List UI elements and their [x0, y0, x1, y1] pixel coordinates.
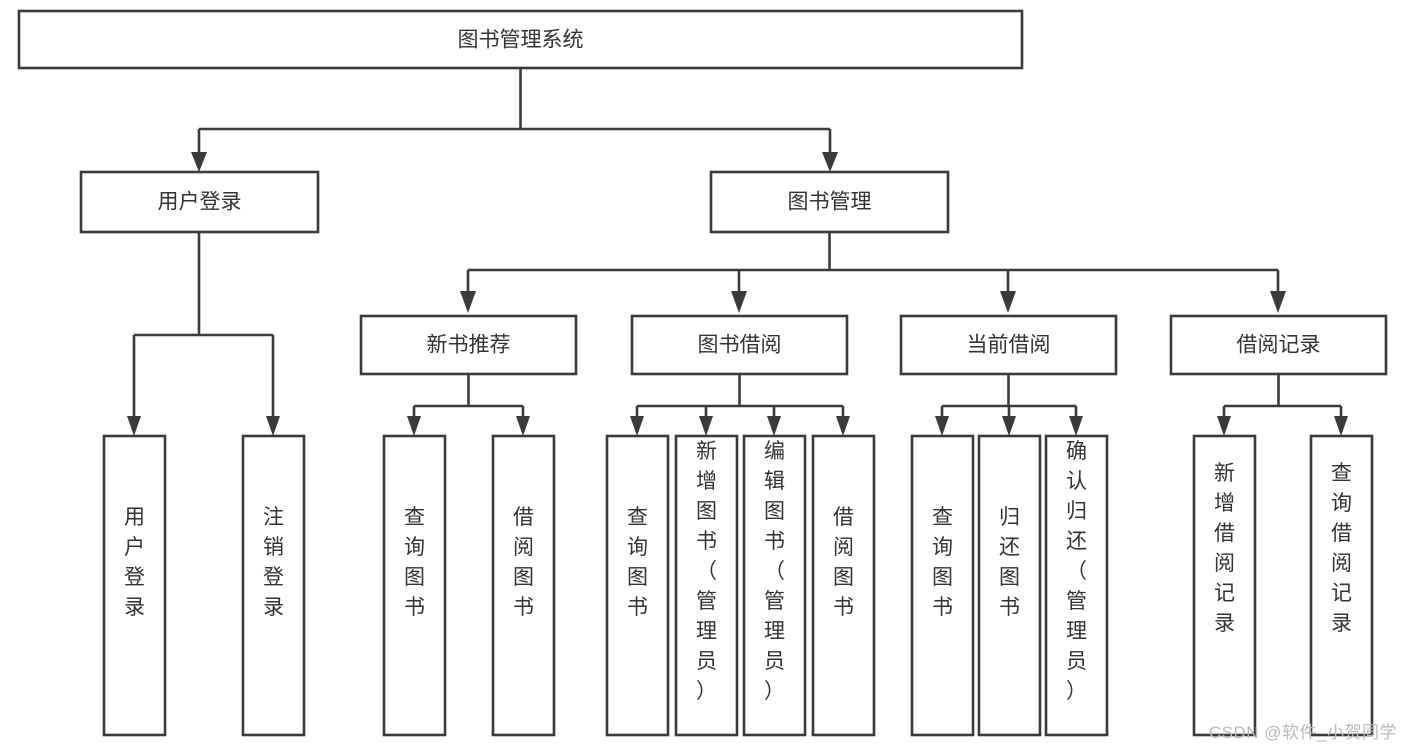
arrow-head-icon	[191, 152, 207, 172]
leaf-label: 借阅图书	[833, 506, 854, 619]
node-user-login-label: 用户登录	[158, 191, 242, 214]
arrow-head-icon	[699, 416, 713, 436]
node-borrow-record-label: 借阅记录	[1237, 334, 1321, 357]
connector-user-login-to-leaves	[127, 232, 280, 436]
leaf-box[interactable]	[674, 434, 739, 737]
connector-new-book-recommend-to-leaves	[407, 374, 530, 436]
leaf-box[interactable]	[605, 434, 670, 737]
leaf-label: 归还图书	[999, 506, 1020, 619]
leaf-box[interactable]	[241, 434, 306, 737]
leaf-node[interactable]: 确认归还（管理员）	[1044, 434, 1109, 737]
leaf-label: 新增借阅记录	[1214, 462, 1235, 635]
leaf-label: 查询图书	[404, 506, 425, 619]
leaf-node[interactable]: 查询图书	[382, 434, 447, 737]
arrow-head-icon	[127, 416, 141, 436]
node-current-borrow-label: 当前借阅	[967, 334, 1051, 357]
leaf-node[interactable]: 查询图书	[910, 434, 975, 737]
node-new-book-recommend-label: 新书推荐	[427, 334, 511, 357]
node-book-borrow-label: 图书借阅	[698, 334, 782, 357]
leaf-label: 新增图书（管理员）	[696, 440, 717, 703]
arrow-head-icon	[516, 416, 530, 436]
leaf-box[interactable]	[977, 434, 1042, 737]
leaf-label: 确认归还（管理员）	[1066, 440, 1087, 703]
node-book-borrow[interactable]: 图书借阅	[630, 314, 849, 376]
leaf-node[interactable]: 借阅图书	[491, 434, 556, 737]
node-new-book-recommend-box[interactable]	[359, 314, 578, 376]
leaf-box[interactable]	[1044, 434, 1109, 737]
leaf-label: 借阅图书	[513, 506, 534, 619]
leaf-box[interactable]	[1192, 434, 1257, 737]
leaf-box[interactable]	[102, 434, 167, 737]
leaf-node[interactable]: 编辑图书（管理员）	[742, 434, 807, 737]
leaf-box[interactable]	[382, 434, 447, 737]
leaf-label: 查询借阅记录	[1331, 462, 1352, 635]
arrow-head-icon	[1069, 416, 1083, 436]
node-root-box[interactable]	[17, 9, 1024, 70]
arrow-head-icon	[630, 416, 644, 436]
leaf-node[interactable]: 归还图书	[977, 434, 1042, 737]
arrow-head-icon	[266, 416, 280, 436]
node-new-book-recommend[interactable]: 新书推荐	[359, 314, 578, 376]
leaf-label: 查询图书	[627, 506, 648, 619]
node-user-login-box[interactable]	[79, 170, 320, 234]
arrow-head-icon	[767, 416, 781, 436]
leaf-label: 编辑图书（管理员）	[764, 440, 785, 703]
node-book-management[interactable]: 图书管理	[709, 170, 950, 234]
node-root-label: 图书管理系统	[458, 29, 584, 52]
arrow-head-icon	[836, 416, 850, 436]
arrow-head-icon	[935, 416, 949, 436]
leaf-node[interactable]: 查询借阅记录	[1309, 434, 1374, 737]
node-root-system[interactable]: 图书管理系统	[17, 9, 1024, 70]
leaf-box[interactable]	[742, 434, 807, 737]
node-current-borrow-box[interactable]	[899, 314, 1118, 376]
node-current-borrow[interactable]: 当前借阅	[899, 314, 1118, 376]
leaf-label: 注销登录	[263, 506, 284, 619]
connector-book-management-to-level3	[460, 232, 1286, 313]
arrow-head-icon	[1002, 416, 1016, 436]
arrow-head-icon	[1000, 291, 1016, 313]
node-user-login[interactable]: 用户登录	[79, 170, 320, 234]
leaf-box[interactable]	[910, 434, 975, 737]
arrow-head-icon	[1334, 416, 1348, 436]
leaf-box[interactable]	[491, 434, 556, 737]
leaf-label: 查询图书	[932, 506, 953, 619]
leaf-node[interactable]: 新增图书（管理员）	[674, 434, 739, 737]
connector-root-to-level2	[191, 68, 838, 172]
leaf-node[interactable]: 借阅图书	[811, 434, 876, 737]
node-book-management-label: 图书管理	[788, 191, 872, 214]
arrow-head-icon	[1270, 291, 1286, 313]
leaf-node[interactable]: 注销登录	[241, 434, 306, 737]
arrow-head-icon	[731, 291, 747, 313]
arrow-head-icon	[460, 291, 476, 313]
arrow-head-icon	[822, 152, 838, 172]
connector-book-borrow-to-leaves	[630, 374, 850, 436]
node-borrow-record[interactable]: 借阅记录	[1169, 314, 1388, 376]
leaf-label: 用户登录	[124, 506, 145, 619]
leaf-box[interactable]	[1309, 434, 1374, 737]
connector-borrow-record-to-leaves	[1217, 374, 1348, 436]
leaf-box[interactable]	[811, 434, 876, 737]
leaf-node[interactable]: 用户登录	[102, 434, 167, 737]
arrow-head-icon	[407, 416, 421, 436]
arrow-head-icon	[1217, 416, 1231, 436]
connector-current-borrow-to-leaves	[935, 374, 1083, 436]
leaf-node[interactable]: 新增借阅记录	[1192, 434, 1257, 737]
leaf-node[interactable]: 查询图书	[605, 434, 670, 737]
